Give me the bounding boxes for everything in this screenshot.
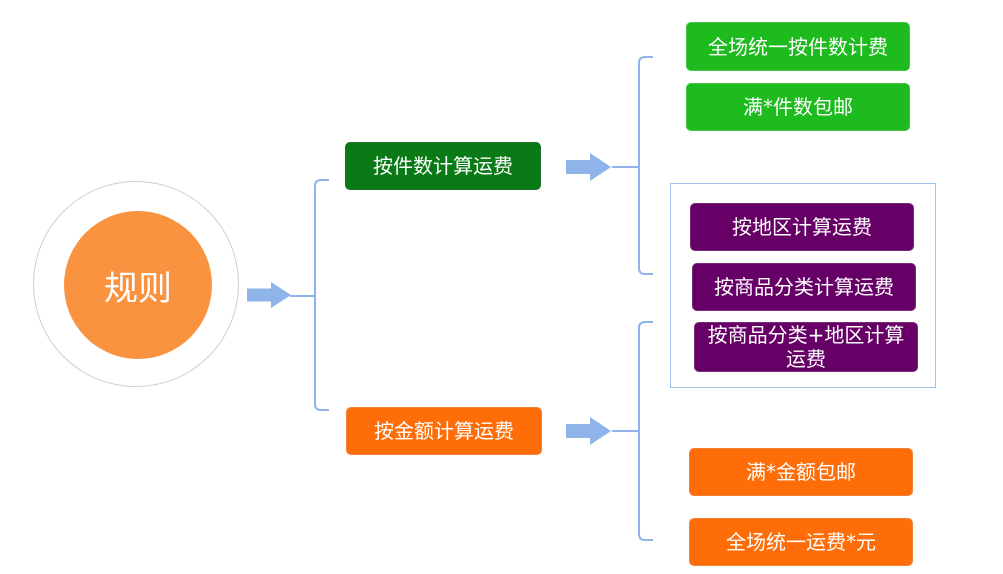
leaf-free-shipping-by-quantity[interactable]: 满*件数包邮 (686, 83, 910, 131)
leaf-by-category[interactable]: 按商品分类计算运费 (692, 263, 916, 311)
leaf-by-category-and-region[interactable]: 按商品分类+地区计算运费 (694, 322, 918, 372)
leaf-flat-per-item-fee[interactable]: 全场统一按件数计费 (686, 22, 910, 71)
branch-by-quantity[interactable]: 按件数计算运费 (345, 142, 541, 190)
root-node[interactable]: 规则 (64, 211, 212, 359)
root-arrow (247, 282, 291, 308)
root-bracket (290, 179, 329, 411)
leaf-by-region[interactable]: 按地区计算运费 (690, 203, 914, 251)
quantity-bracket (612, 56, 653, 275)
amount-arrow (566, 417, 611, 445)
leaf-flat-fee[interactable]: 全场统一运费*元 (689, 518, 913, 566)
connector-lines (247, 56, 653, 541)
quantity-arrow (566, 153, 611, 181)
leaf-free-shipping-by-amount[interactable]: 满*金额包邮 (689, 448, 913, 496)
branch-by-amount[interactable]: 按金额计算运费 (346, 407, 542, 455)
shared-rules-group (670, 183, 936, 388)
amount-bracket (612, 321, 653, 541)
